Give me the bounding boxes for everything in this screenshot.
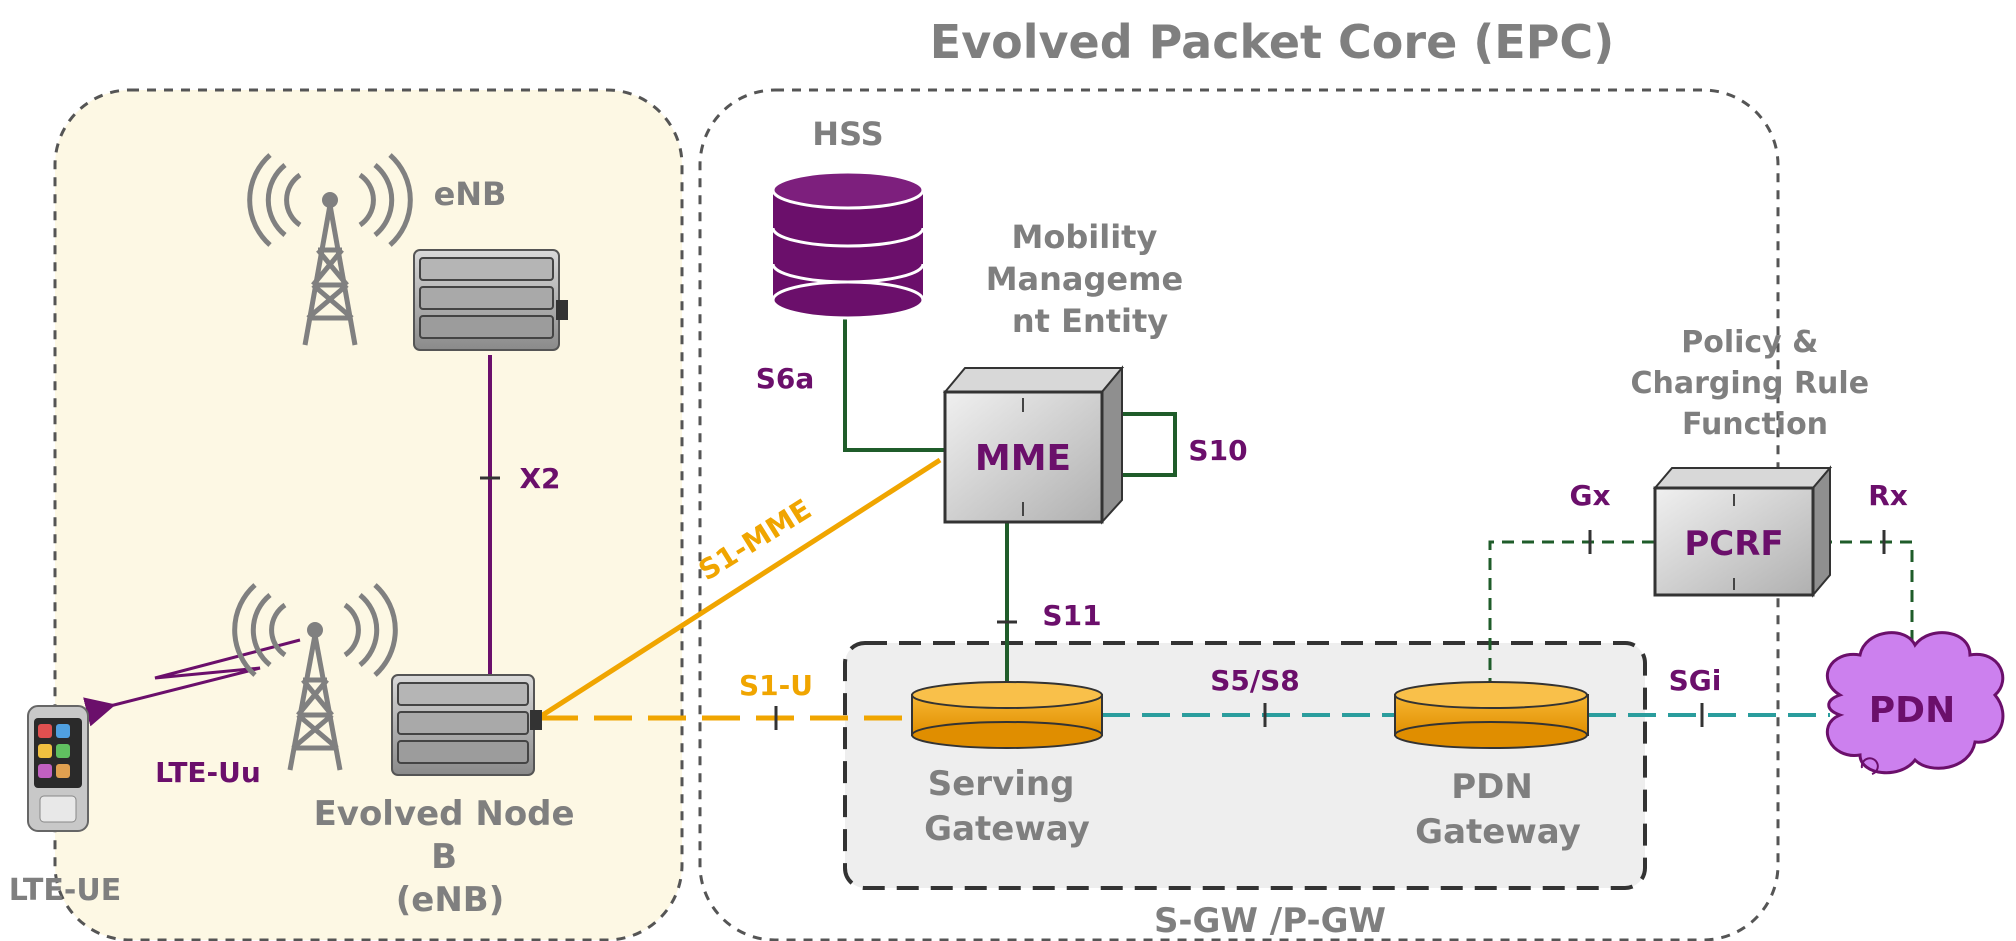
pcrf-desc-line-2: Charging Rule (1631, 366, 1870, 401)
s10-label: S10 (1188, 434, 1247, 467)
pcrf-desc-line-3: Function (1682, 407, 1828, 442)
mme-desc-line-3: nt Entity (1012, 302, 1168, 340)
mme-label: MME (975, 438, 1071, 479)
serving-gateway-label: Serving Gateway (924, 764, 1090, 849)
mme-description: Mobility Manageme nt Entity (986, 218, 1195, 340)
gx-link (1488, 540, 1655, 690)
enb-bottom-line-2: B (431, 837, 457, 877)
diagram-title: Evolved Packet Core (EPC) (930, 15, 1614, 69)
pdn-cloud-icon (1826, 631, 2005, 775)
pcrf-label: PCRF (1684, 524, 1783, 564)
serving-gateway-cylinder (911, 681, 1103, 749)
pcrf-desc-line-1: Policy & (1681, 325, 1818, 360)
x2-label: X2 (519, 462, 560, 495)
s5s8-label: S5/S8 (1210, 664, 1300, 697)
s10-loop (1120, 412, 1177, 477)
pcrf-box (1652, 465, 1833, 598)
enb-bottom-line-1: Evolved Node (314, 794, 575, 834)
pdn-gateway-cylinder (1394, 681, 1589, 749)
pgw-label-line-1: PDN (1451, 767, 1533, 807)
mobile-phone-icon (27, 705, 89, 832)
antenna-tower-bottom-icon (232, 583, 398, 771)
hss-database-icon (771, 170, 925, 320)
antenna-tower-top-icon (247, 153, 413, 346)
pgw-label-line-2: Gateway (1415, 812, 1581, 852)
enb-top-label: eNB (434, 175, 507, 213)
pcrf-description: Policy & Charging Rule Function (1631, 325, 1880, 442)
s11-label: S11 (1042, 599, 1101, 632)
pdn-gateway-label: PDN Gateway (1415, 767, 1581, 852)
s6a-label: S6a (756, 362, 815, 395)
lte-uu-link (83, 638, 301, 727)
mme-desc-line-2: Manageme (986, 260, 1183, 298)
sgi-label: SGi (1669, 664, 1722, 697)
rx-link (1820, 540, 1914, 660)
s1mme-link (536, 457, 942, 721)
enb-rack-bottom-icon (391, 674, 542, 776)
hss-label: HSS (812, 115, 883, 153)
mme-desc-line-1: Mobility (1012, 218, 1158, 256)
sgw-label-line-2: Gateway (924, 809, 1090, 849)
enb-bottom-line-3: (eNB) (396, 880, 505, 920)
rx-label: Rx (1868, 479, 1908, 512)
gateway-group-label: S-GW /P-GW (1154, 901, 1386, 941)
lte-ue-label: LTE-UE (9, 873, 121, 908)
s1u-label: S1-U (739, 669, 813, 702)
enb-rack-top-icon (413, 249, 568, 351)
pdn-label: PDN (1869, 690, 1955, 731)
lte-uu-label: LTE-Uu (155, 756, 261, 789)
s6a-link (843, 313, 945, 452)
enb-bottom-label: Evolved Node B (eNB) (314, 794, 587, 920)
gx-label: Gx (1569, 479, 1610, 512)
sgw-label-line-1: Serving (928, 764, 1075, 804)
mme-box (942, 365, 1125, 525)
